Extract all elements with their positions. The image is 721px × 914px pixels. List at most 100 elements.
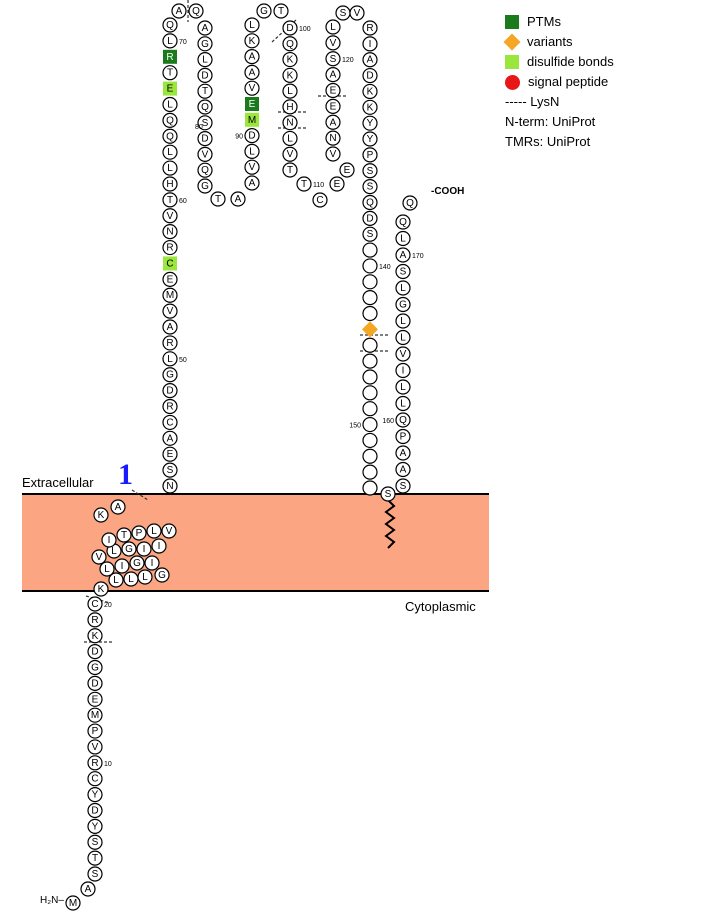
residue [362, 353, 378, 369]
residue-number: 90 [235, 134, 243, 141]
svg-text:S: S [400, 481, 407, 492]
svg-text:K: K [367, 86, 374, 97]
residue: Q [197, 99, 213, 115]
residue: S [162, 462, 178, 478]
svg-text:V: V [354, 8, 361, 19]
svg-text:S: S [385, 489, 392, 500]
svg-text:C: C [91, 774, 98, 785]
svg-text:T: T [287, 165, 293, 176]
residue: D [197, 67, 213, 84]
residue: K [87, 628, 103, 644]
residue: M [245, 112, 259, 127]
residue: A [395, 461, 411, 478]
residue: V [244, 80, 260, 96]
residue: A [244, 64, 260, 81]
residue: E [245, 97, 259, 111]
residue-number: 100 [299, 26, 311, 33]
legend-tmrs-label: TMRs: UniProt [505, 134, 591, 149]
legend-nterm: N-term: UniProt [505, 112, 715, 132]
svg-text:Y: Y [367, 134, 374, 145]
residue: C [163, 256, 177, 271]
svg-text:N: N [166, 227, 173, 238]
svg-text:G: G [201, 39, 209, 50]
svg-text:V: V [330, 149, 337, 160]
residue: L [395, 379, 411, 395]
residue: A [362, 52, 378, 68]
residue: I [101, 532, 117, 548]
residue: G [197, 178, 213, 194]
residue: A [162, 430, 178, 446]
residue: Q [282, 36, 298, 52]
svg-text:L: L [167, 163, 173, 174]
residue: M [87, 707, 103, 723]
variant-diamond-icon [503, 33, 521, 51]
residue: Y [87, 818, 103, 834]
residue: L [137, 569, 153, 585]
svg-text:H: H [166, 179, 173, 190]
residue-number: 110 [313, 182, 324, 189]
residue: K [362, 99, 378, 115]
residue: C [312, 192, 328, 208]
residue: G [121, 541, 137, 557]
svg-text:C: C [166, 417, 173, 428]
svg-text:A: A [330, 117, 337, 128]
legend-disulfide: disulfide bonds [505, 52, 715, 72]
residue: V [162, 303, 178, 319]
svg-text:D: D [91, 678, 98, 689]
svg-text:L: L [400, 382, 406, 393]
svg-text:I: I [121, 561, 124, 572]
svg-text:L: L [104, 564, 110, 575]
disulfide-swatch [505, 55, 519, 69]
residue: E [162, 446, 178, 462]
svg-text:R: R [166, 338, 173, 349]
cooh-label: -COOH [431, 186, 464, 197]
residue: A [80, 881, 96, 897]
residue: L [162, 351, 178, 367]
residue: L [162, 160, 178, 176]
svg-text:I: I [151, 558, 154, 569]
residue: A [110, 499, 126, 515]
svg-text:L: L [249, 146, 255, 157]
svg-text:E: E [344, 165, 351, 176]
svg-text:A: A [167, 322, 174, 333]
svg-text:E: E [249, 99, 256, 110]
residue: L [282, 130, 298, 147]
svg-text:E: E [330, 86, 337, 97]
svg-text:P: P [92, 726, 99, 737]
svg-text:A: A [249, 52, 256, 63]
ptm-swatch [505, 15, 519, 29]
svg-text:V: V [287, 149, 294, 160]
svg-text:A: A [202, 23, 209, 34]
svg-text:N: N [329, 133, 336, 144]
residue: T [87, 850, 103, 866]
svg-text:D: D [91, 805, 98, 816]
svg-text:K: K [249, 36, 256, 47]
svg-text:I: I [402, 366, 405, 377]
residue: A [171, 3, 187, 19]
svg-text:Q: Q [286, 39, 294, 50]
residue: D [362, 210, 378, 226]
residue [362, 305, 378, 322]
residue: S [395, 478, 411, 494]
residue [362, 242, 378, 258]
svg-text:A: A [400, 250, 407, 261]
svg-text:L: L [249, 20, 255, 31]
svg-text:M: M [248, 115, 256, 126]
svg-text:A: A [115, 502, 122, 513]
svg-text:R: R [166, 243, 173, 254]
residue: K [282, 67, 298, 83]
residue: A [325, 114, 341, 130]
residue-number: 140 [379, 264, 391, 271]
legend-nterm-label: N-term: UniProt [505, 114, 596, 129]
svg-text:G: G [133, 558, 141, 569]
residue: G [395, 296, 411, 313]
svg-text:S: S [330, 54, 337, 65]
residue: T [273, 3, 289, 19]
legend-ptms: PTMs [505, 12, 715, 32]
residue: R [362, 20, 378, 36]
signal-circle-icon [505, 74, 520, 90]
residue: A [244, 175, 260, 191]
extracellular-label: Extracellular [22, 475, 94, 490]
